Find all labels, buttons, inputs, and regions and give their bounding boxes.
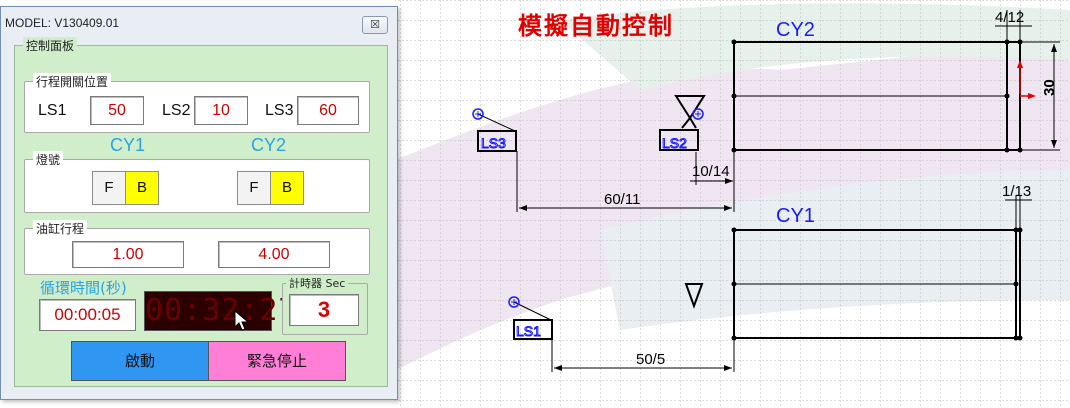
- ls2-field-label: LS2: [162, 102, 191, 119]
- ls1-position-input[interactable]: 50: [90, 96, 144, 125]
- cy1-label: CY1: [776, 205, 815, 227]
- ls2-position-input[interactable]: 10: [194, 96, 248, 125]
- start-button[interactable]: 啟動: [71, 341, 209, 381]
- mouse-cursor-icon: [234, 310, 250, 331]
- ls3-field-label: LS3: [265, 102, 294, 119]
- timer-label: 計時器 Sec: [286, 275, 349, 291]
- stroke-group-title: 油缸行程: [33, 220, 88, 237]
- dim-cy2-height: 30: [1041, 79, 1058, 96]
- cy2-f-lamp[interactable]: F: [237, 171, 271, 205]
- cy1-stroke-value[interactable]: 1.00: [72, 241, 184, 268]
- ls2-label: LS2: [662, 135, 687, 151]
- diagram-title: 模擬自動控制: [518, 12, 674, 40]
- timer-group: 計時器 Sec 3: [282, 275, 368, 335]
- control-panel: 控制面板 行程開關位置 LS1 50 LS2 10 LS3 60 CY1 CY2…: [14, 37, 388, 387]
- cy2-stroke-value[interactable]: 4.00: [218, 241, 330, 268]
- cycle-time-label: 循環時間(秒): [40, 279, 127, 297]
- cy1-column-label: CY1: [110, 135, 146, 155]
- cy2-b-lamp[interactable]: B: [270, 171, 304, 205]
- dim-ls2-offset: 10/14: [692, 163, 730, 180]
- emergency-stop-button[interactable]: 緊急停止: [208, 341, 346, 381]
- cy2-column-label: CY2: [251, 135, 287, 155]
- close-button[interactable]: ☒: [362, 16, 388, 34]
- cy1-b-lamp[interactable]: B: [125, 171, 159, 205]
- lamp-group: 燈號 F B F B: [24, 151, 370, 213]
- grid: [395, 0, 1070, 408]
- ls1-field-label: LS1: [38, 102, 67, 119]
- stroke-group: 油缸行程 1.00 4.00: [24, 220, 370, 275]
- dim-ls1-distance: 50/5: [636, 351, 665, 368]
- lamp-group-title: 燈號: [33, 151, 64, 168]
- limit-switch-group-title: 行程開關位置: [33, 73, 112, 90]
- window-title: MODEL: V130409.01: [5, 16, 120, 30]
- dim-ls3-distance: 60/11: [604, 191, 640, 208]
- control-panel-title: 控制面板: [23, 37, 78, 54]
- cy1-f-lamp[interactable]: F: [92, 171, 126, 205]
- cy2-label: CY2: [776, 19, 815, 41]
- dim-cy2-top: 4/12: [995, 9, 1024, 26]
- limit-switch-ls1: [513, 301, 553, 340]
- ls3-label: LS3: [481, 135, 506, 151]
- led-clock-display: 00:32:27: [144, 291, 297, 331]
- control-window: MODEL: V130409.01 ☒ 控制面板 行程開關位置 LS1 50 L…: [0, 6, 398, 400]
- ls3-position-input[interactable]: 60: [297, 96, 359, 125]
- cycle-time-value[interactable]: 00:00:05: [39, 299, 136, 331]
- limit-switch-group: 行程開關位置 LS1 50 LS2 10 LS3 60: [24, 73, 370, 133]
- limit-switch-ls3: [477, 113, 517, 152]
- ls1-label: LS1: [516, 323, 541, 339]
- timer-value[interactable]: 3: [289, 294, 359, 326]
- dim-cy1-top: 1/13: [1002, 183, 1031, 200]
- limit-switch-ls2: [659, 95, 706, 151]
